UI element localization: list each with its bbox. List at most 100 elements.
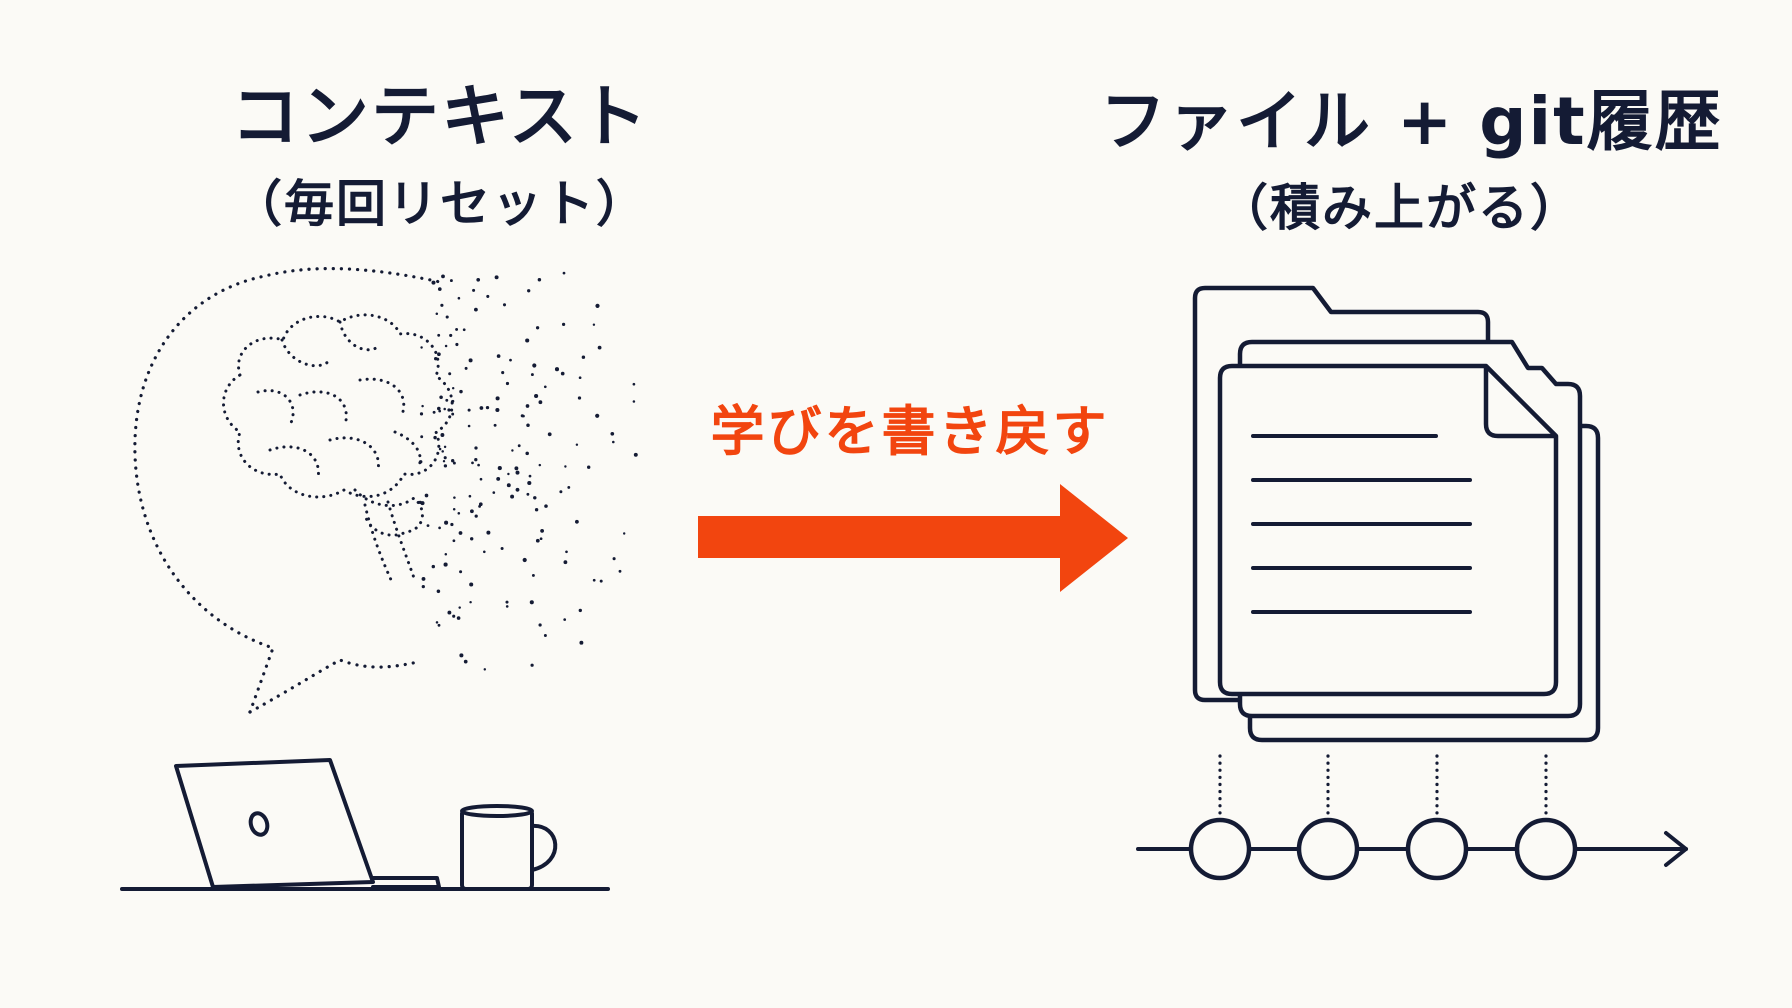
dot: [595, 303, 600, 308]
dot: [560, 371, 565, 376]
dot: [421, 404, 424, 408]
dot: [525, 451, 529, 456]
dot: [534, 508, 539, 512]
dot: [502, 303, 507, 307]
dot: [437, 333, 441, 337]
dot: [544, 504, 548, 508]
dot: [522, 414, 525, 418]
dot: [486, 530, 491, 535]
dot: [610, 431, 615, 436]
dot: [563, 560, 568, 565]
dot: [456, 616, 461, 620]
dot: [494, 275, 499, 280]
dot: [527, 289, 531, 293]
dot: [452, 461, 456, 465]
dot: [534, 393, 539, 399]
dot: [581, 355, 586, 359]
dot: [537, 278, 542, 282]
files-git-title: ファイル + git履歴: [1100, 83, 1723, 160]
dot: [459, 389, 463, 394]
dot: [599, 579, 603, 583]
dissipating-dots: [418, 271, 638, 671]
dot: [463, 659, 468, 664]
write-back-label: 学びを書き戻す: [710, 400, 1110, 463]
dot: [421, 584, 425, 589]
dot: [538, 400, 543, 405]
dot: [469, 600, 472, 604]
dot: [435, 312, 439, 316]
mug-icon: [460, 804, 558, 891]
dot: [443, 456, 447, 460]
dot: [433, 435, 437, 440]
dot: [632, 400, 636, 403]
dot: [479, 477, 483, 481]
dot: [447, 610, 452, 615]
dot: [474, 307, 478, 312]
dot: [420, 435, 424, 439]
dot: [443, 464, 448, 468]
document-stack-icon: [1217, 339, 1601, 743]
dot: [467, 408, 471, 412]
dot: [445, 315, 449, 319]
dot: [532, 363, 537, 368]
dot: [479, 406, 484, 410]
dot: [450, 522, 454, 527]
dot: [476, 277, 481, 282]
dot: [486, 294, 490, 298]
dot: [441, 274, 445, 279]
dot: [575, 519, 579, 524]
dot: [452, 614, 456, 618]
dot: [535, 326, 540, 330]
dot: [547, 432, 552, 437]
dot: [522, 557, 527, 563]
dot: [451, 459, 455, 463]
dot: [457, 296, 461, 300]
dot: [505, 600, 509, 604]
dot: [474, 458, 478, 462]
dot: [632, 382, 636, 386]
commit-node: [1188, 817, 1252, 881]
dot: [496, 354, 501, 358]
commit-nodes: [1188, 817, 1578, 881]
dot: [543, 385, 547, 389]
dot: [448, 372, 452, 376]
dot: [564, 465, 567, 468]
dot: [471, 461, 474, 465]
dot: [449, 333, 453, 337]
speech-bubble-icon: [133, 266, 442, 714]
dot: [438, 526, 441, 530]
dot: [497, 466, 502, 471]
dot: [432, 410, 436, 414]
dot: [467, 424, 471, 428]
dot: [561, 322, 566, 327]
dot: [554, 367, 560, 372]
dot: [444, 520, 449, 525]
files-git-subtitle: （積み上がる）: [1218, 179, 1582, 237]
dot: [470, 537, 474, 541]
dot: [485, 405, 490, 410]
dot: [597, 345, 602, 350]
dot: [492, 491, 496, 494]
dot: [459, 653, 464, 658]
dot: [587, 465, 591, 469]
dot: [444, 344, 448, 348]
dot: [578, 376, 582, 380]
dot: [478, 505, 481, 508]
brain-icon: [222, 313, 454, 584]
dot: [517, 444, 521, 448]
dot: [535, 538, 540, 543]
dot: [470, 509, 474, 514]
dot: [437, 352, 441, 357]
dot: [578, 608, 582, 613]
dot: [618, 569, 622, 573]
dot: [443, 562, 448, 567]
dot: [533, 496, 537, 500]
commit-node: [1405, 817, 1469, 881]
dot: [437, 287, 442, 291]
dot: [500, 546, 504, 551]
dot: [436, 589, 441, 594]
dot: [538, 623, 542, 627]
dot: [424, 493, 429, 498]
commit-node: [1296, 817, 1360, 881]
dot: [510, 494, 515, 499]
